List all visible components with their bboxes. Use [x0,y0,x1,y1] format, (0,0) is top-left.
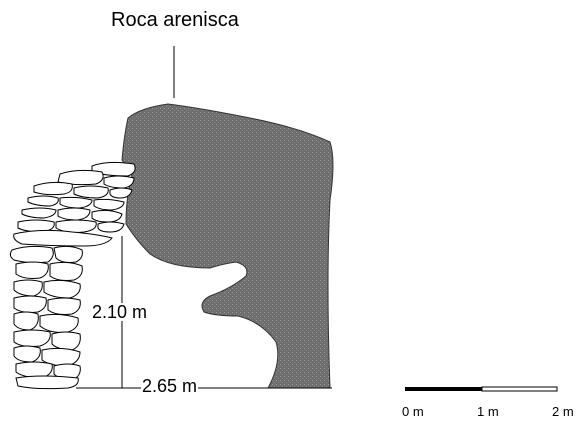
dry-stone-wall [9,161,136,390]
scale-tick-label: 2 m [552,404,574,419]
scale-bar-black-segment [405,387,482,391]
scale-tick-label: 1 m [477,404,499,419]
height-dimension-label: 2.10 m [91,302,149,322]
scale-bar [405,386,558,392]
scale-bar-white-segment [481,386,558,392]
scale-tick-label: 0 m [402,404,424,419]
width-dimension-label: 2.65 m [141,376,199,396]
material-label: Roca arenisca [111,9,239,31]
sandstone-rock-mass [121,103,334,389]
